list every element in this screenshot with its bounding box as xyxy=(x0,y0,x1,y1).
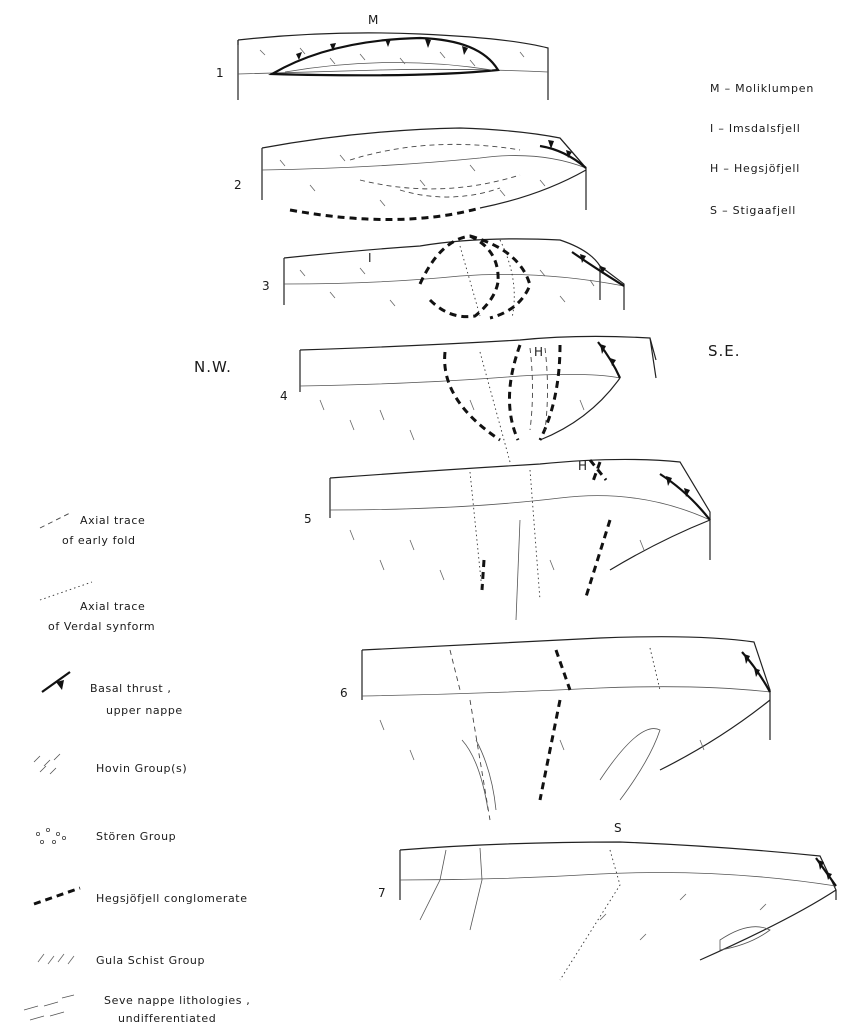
gula-schist-pattern xyxy=(38,954,74,964)
key-item-hegsjofjell: H – Hegsjöfjell xyxy=(710,162,800,175)
section-number-2: 2 xyxy=(234,178,242,192)
block-diagram-5 xyxy=(330,459,710,620)
seve-nappe-pattern xyxy=(24,995,74,1020)
section-number-5: 5 xyxy=(304,512,312,526)
block-diagram-6 xyxy=(362,637,770,820)
legend-gula: Gula Schist Group xyxy=(96,954,205,967)
basal-thrust-symbol xyxy=(42,672,70,692)
verdal-synform-axial-trace-symbol xyxy=(40,582,92,600)
legend-verdal-line1: Axial trace xyxy=(80,600,145,613)
direction-nw: N.W. xyxy=(194,358,232,376)
section-label-1: M xyxy=(368,13,378,27)
direction-se: S.E. xyxy=(708,342,741,360)
section-label-7: S xyxy=(614,821,622,835)
section-number-4: 4 xyxy=(280,389,288,403)
thrust-teeth-1 xyxy=(296,39,468,60)
legend-thrust-line2: upper nappe xyxy=(106,704,183,717)
early-fold-axial-trace-symbol xyxy=(40,512,72,528)
hovin-group-pattern xyxy=(34,754,60,774)
key-item-moliklumpen: M – Moliklumpen xyxy=(710,82,814,95)
block-diagram-4 xyxy=(300,336,656,462)
legend-hovin: Hovin Group(s) xyxy=(96,762,187,775)
hegsjofjell-conglomerate-symbol xyxy=(34,888,80,904)
legend-early-fold-line1: Axial trace xyxy=(80,514,145,527)
legend: Axial trace of early fold Axial trace of… xyxy=(24,512,250,1025)
key-item-stigaafjell: S – Stigaafjell xyxy=(710,204,796,217)
storen-group-pattern xyxy=(36,828,65,843)
legend-seve-line2: undifferentiated xyxy=(118,1012,216,1025)
legend-storen: Stören Group xyxy=(96,830,176,843)
block-diagram-7 xyxy=(400,842,836,980)
block-diagram-3 xyxy=(284,236,624,318)
section-number-7: 7 xyxy=(378,886,386,900)
key-item-imsdalsfjell: I – Imsdalsfjell xyxy=(710,122,801,135)
legend-verdal-line2: of Verdal synform xyxy=(48,620,155,633)
section-label-4: H xyxy=(534,345,543,359)
section-label-3: I xyxy=(368,251,372,265)
section-number-6: 6 xyxy=(340,686,348,700)
legend-conglomerate: Hegsjöfjell conglomerate xyxy=(96,892,248,905)
legend-thrust-line1: Basal thrust , xyxy=(90,682,172,695)
section-number-1: 1 xyxy=(216,66,224,80)
block-diagram-1 xyxy=(238,33,548,100)
block-diagram-2 xyxy=(262,128,586,220)
locality-key: M – Moliklumpen I – Imsdalsfjell H – Heg… xyxy=(710,82,814,217)
section-number-3: 3 xyxy=(262,279,270,293)
legend-seve-line1: Seve nappe lithologies , xyxy=(104,994,250,1007)
legend-early-fold-line2: of early fold xyxy=(62,534,136,547)
section-label-5: H xyxy=(578,459,587,473)
